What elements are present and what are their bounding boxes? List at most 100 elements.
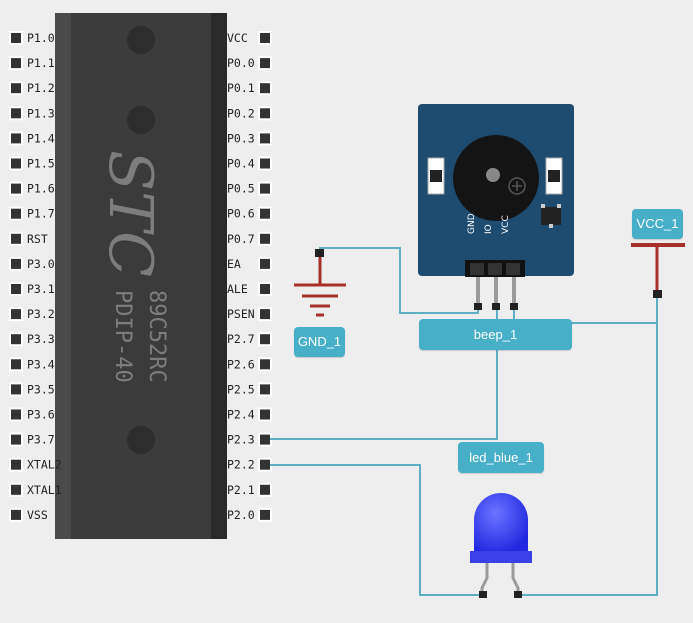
pin-p0-3[interactable]: P0.3	[227, 131, 272, 146]
pin-xtal1[interactable]: XTAL1	[9, 482, 62, 497]
pin-socket[interactable]	[260, 409, 270, 420]
pin-p3-3[interactable]: P3.3	[9, 332, 55, 347]
wire-led-to-vcc[interactable]	[518, 323, 658, 596]
pin-socket[interactable]	[260, 434, 270, 445]
blue-led[interactable]	[470, 493, 532, 598]
pin-socket[interactable]	[11, 434, 21, 445]
pin-p2-1[interactable]: P2.1	[227, 482, 272, 497]
pin-socket[interactable]	[11, 384, 21, 395]
pin-p2-3[interactable]: P2.3	[227, 432, 272, 447]
pin-p3-0[interactable]: P3.0	[9, 256, 55, 271]
pin-p1-7[interactable]: P1.7	[9, 206, 55, 221]
buzzer-terminal-io[interactable]	[492, 303, 500, 310]
pin-p2-5[interactable]: P2.5	[227, 382, 272, 397]
pin-socket[interactable]	[260, 108, 270, 119]
pin-label: P0.4	[227, 157, 255, 171]
led-label[interactable]: led_blue_1	[458, 442, 544, 473]
pin-p2-4[interactable]: P2.4	[227, 407, 272, 422]
pin-socket[interactable]	[11, 133, 21, 144]
pin-p1-6[interactable]: P1.6	[9, 181, 55, 196]
ground-symbol[interactable]	[294, 249, 346, 317]
pin-p1-1[interactable]: P1.1	[9, 56, 55, 71]
pin-p3-1[interactable]: P3.1	[9, 282, 55, 296]
gnd-label[interactable]: GND_1	[294, 327, 345, 357]
pin-socket[interactable]	[260, 384, 270, 395]
pin-socket[interactable]	[260, 33, 270, 43]
pin-p0-4[interactable]: P0.4	[227, 156, 272, 171]
pin-socket[interactable]	[11, 108, 21, 119]
led-terminal-left[interactable]	[479, 591, 487, 598]
pin-p0-0[interactable]: P0.0	[227, 56, 272, 71]
pin-socket[interactable]	[260, 183, 270, 194]
pin-p3-2[interactable]: P3.2	[9, 307, 55, 322]
pin-socket[interactable]	[260, 359, 270, 370]
buzzer-terminal-gnd[interactable]	[474, 303, 482, 310]
pin-socket[interactable]	[11, 158, 21, 169]
pin-p0-1[interactable]: P0.1	[227, 81, 272, 96]
pin-p3-7[interactable]: P3.7	[9, 432, 55, 447]
pin-p1-4[interactable]: P1.4	[9, 131, 55, 146]
pin-p2-7[interactable]: P2.7	[227, 332, 272, 347]
pin-p3-4[interactable]: P3.4	[9, 357, 55, 372]
pin-vss[interactable]: VSS	[9, 507, 48, 522]
buzzer-module[interactable]: GND IO VCC	[418, 104, 574, 310]
pin-p0-2[interactable]: P0.2	[227, 106, 272, 121]
pin-socket[interactable]	[260, 208, 270, 219]
pin-rst[interactable]: RST	[9, 231, 48, 246]
pin-vcc[interactable]: VCC	[227, 31, 272, 45]
pin-socket[interactable]	[11, 83, 21, 94]
pin-socket[interactable]	[260, 233, 270, 244]
pin-socket[interactable]	[260, 133, 270, 144]
pin-socket[interactable]	[11, 58, 21, 69]
beep-label[interactable]: beep_1	[419, 319, 572, 350]
pin-socket[interactable]	[260, 284, 270, 294]
pin-p1-5[interactable]: P1.5	[9, 156, 55, 171]
pin-socket[interactable]	[11, 233, 21, 244]
pin-socket[interactable]	[11, 208, 21, 219]
pin-p3-5[interactable]: P3.5	[9, 382, 55, 397]
pin-p0-5[interactable]: P0.5	[227, 181, 272, 196]
pin-socket[interactable]	[11, 33, 21, 43]
buzzer-terminal-vcc[interactable]	[510, 303, 518, 310]
pin-socket[interactable]	[260, 334, 270, 345]
pin-socket[interactable]	[260, 158, 270, 169]
pin-socket[interactable]	[11, 309, 21, 320]
pin-socket[interactable]	[260, 83, 270, 94]
pin-socket[interactable]	[260, 258, 270, 269]
pin-ale[interactable]: ALE	[227, 282, 272, 296]
pin-socket[interactable]	[11, 258, 21, 269]
led-terminal-right[interactable]	[514, 591, 522, 598]
wire-gnd-to-beep[interactable]	[319, 247, 479, 314]
vcc-label[interactable]: VCC_1	[632, 209, 683, 239]
pin-p2-0[interactable]: P2.0	[227, 507, 272, 522]
pin-psen[interactable]: PSEN	[227, 307, 272, 322]
pin-p2-2[interactable]: P2.2	[227, 457, 272, 472]
pin-xtal2[interactable]: XTAL2	[9, 457, 62, 472]
pin-socket[interactable]	[11, 359, 21, 370]
pin-socket[interactable]	[260, 58, 270, 69]
pin-p1-2[interactable]: P1.2	[9, 81, 55, 96]
pin-socket[interactable]	[260, 509, 270, 520]
pin-p0-6[interactable]: P0.6	[227, 206, 272, 221]
pin-socket[interactable]	[260, 459, 270, 470]
pin-socket[interactable]	[11, 284, 21, 294]
pin-socket[interactable]	[11, 459, 21, 470]
wire-p23-to-beep-io[interactable]	[270, 308, 498, 440]
pin-p0-7[interactable]: P0.7	[227, 231, 272, 246]
pin-p3-6[interactable]: P3.6	[9, 407, 55, 422]
pin-socket[interactable]	[11, 484, 21, 495]
pin-socket[interactable]	[11, 183, 21, 194]
pin-socket[interactable]	[11, 409, 21, 420]
wire-beep-vcc-to-vcc[interactable]	[513, 295, 658, 324]
microcontroller-chip[interactable]: STC 89C52RC PDIP-40	[55, 13, 227, 539]
pin-p2-6[interactable]: P2.6	[227, 357, 272, 372]
pin-socket[interactable]	[260, 309, 270, 320]
pin-p1-0[interactable]: P1.0	[9, 31, 55, 45]
pin-socket[interactable]	[260, 484, 270, 495]
wire-p22-to-led[interactable]	[270, 464, 484, 596]
pin-socket[interactable]	[11, 334, 21, 345]
pin-socket[interactable]	[11, 509, 21, 520]
pin-p1-3[interactable]: P1.3	[9, 106, 55, 121]
vcc-symbol[interactable]	[631, 243, 685, 298]
pin-ea[interactable]: EA	[227, 256, 272, 271]
